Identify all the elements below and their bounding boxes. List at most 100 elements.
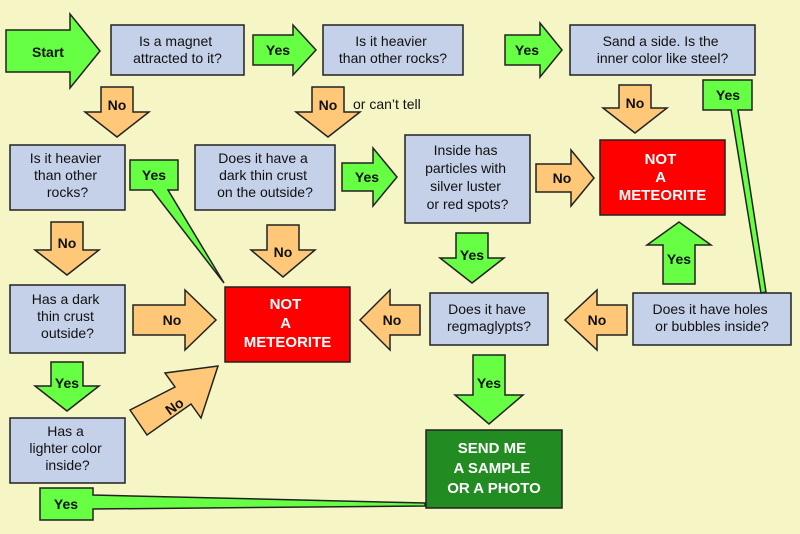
start-arrow: Start bbox=[5, 11, 101, 91]
no-arrow-magnet-down: No bbox=[82, 86, 152, 138]
not-meteorite-right: NOT A METEORITE bbox=[599, 139, 726, 216]
svg-text:Does it have regmaglypts: Does it have regmaglypts? bbox=[447, 301, 531, 334]
no-label: No bbox=[108, 97, 127, 113]
svg-text:Has a lighter color: Has a lighter color inside? bbox=[29, 423, 105, 473]
question-crust-mid: Does it have a dark thin crust on the ou… bbox=[194, 144, 336, 211]
not-meteorite-right-line-1: NOT bbox=[645, 151, 677, 168]
svg-text:Does it have holes or bu: Does it have holes or bubbles inside? bbox=[652, 301, 771, 334]
yes-arrow-crust-to-particles: Yes bbox=[341, 145, 398, 209]
question-heavier-left-line-2: than other bbox=[34, 167, 97, 183]
not-meteorite-center-line-2: A bbox=[280, 315, 291, 332]
question-sand: Sand a side. Is the inner color like ste… bbox=[569, 24, 756, 76]
question-crust-mid-line-3: on the outside? bbox=[217, 184, 313, 200]
svg-text:Inside has particles wit: Inside has particles with silver luster … bbox=[425, 142, 510, 212]
svg-text:SEND ME A SAMPLE O: SEND ME A SAMPLE OR A PHOTO bbox=[447, 440, 541, 497]
svg-text:Sand a side. Is the inne: Sand a side. Is the inner color like ste… bbox=[597, 33, 729, 66]
yes-arrow-regmaglypts-down: Yes bbox=[452, 354, 526, 425]
yes-arrow-particles-down: Yes bbox=[437, 232, 507, 284]
no-arrow-heavier-top-down: No bbox=[293, 86, 363, 138]
svg-text:NOT A METEORITE: NOT A METEORITE bbox=[619, 151, 707, 204]
question-crust-left: Has a dark thin crust outside? bbox=[9, 284, 126, 354]
question-particles-line-3: silver luster bbox=[430, 178, 501, 194]
no-arrow-regmaglypts-to-not: No bbox=[358, 288, 421, 352]
question-particles-line-1: Inside has bbox=[434, 142, 498, 158]
no-arrow-heavier-left-down: No bbox=[32, 221, 102, 276]
question-holes: Does it have holes or bubbles inside? bbox=[632, 292, 792, 346]
question-regmaglypts-line-1: Does it have bbox=[448, 301, 526, 317]
yes-arrow-holes-up: Yes bbox=[644, 221, 714, 285]
question-holes-line-1: Does it have holes bbox=[652, 301, 767, 317]
svg-text:Is it heavier than other: Is it heavier than other rocks? bbox=[30, 150, 105, 200]
svg-text:NOT A METEORITE: NOT A METEORITE bbox=[244, 296, 332, 351]
yes-label: Yes bbox=[55, 375, 79, 391]
question-particles-line-4: or red spots? bbox=[427, 196, 509, 212]
question-heavier-top-line-2: than other rocks? bbox=[339, 50, 447, 66]
question-regmaglypts-line-2: regmaglypts? bbox=[447, 318, 531, 334]
question-crust-left-line-2: thin crust bbox=[37, 308, 94, 324]
question-crust-mid-line-2: dark thin crust bbox=[219, 167, 307, 183]
yes-label: Yes bbox=[477, 375, 501, 391]
no-label: No bbox=[58, 235, 77, 251]
svg-text:Is a magnet attracted to: Is a magnet attracted to it? bbox=[133, 33, 222, 66]
no-arrow-particles-to-not: No bbox=[535, 147, 595, 209]
yes-label: Yes bbox=[667, 251, 691, 267]
yes-label: Yes bbox=[355, 169, 379, 185]
yes-callout-sand: Yes bbox=[702, 79, 767, 294]
yes-arrow-heavier-to-sand: Yes bbox=[504, 20, 563, 80]
question-magnet-line-1: Is a magnet bbox=[139, 33, 212, 49]
yes-arrow-crust-left-down: Yes bbox=[32, 361, 102, 412]
no-arrow-crust-mid-down: No bbox=[248, 224, 318, 278]
yes-label: Yes bbox=[54, 496, 78, 512]
yes-label: Yes bbox=[142, 167, 166, 183]
question-crust-left-line-1: Has a dark bbox=[32, 291, 101, 307]
yes-label: Yes bbox=[266, 42, 290, 58]
question-heavier-left-line-1: Is it heavier bbox=[30, 150, 102, 166]
send-line-2: A SAMPLE bbox=[453, 460, 530, 477]
not-meteorite-right-line-2: A bbox=[655, 169, 666, 186]
question-heavier-top-line-1: Is it heavier bbox=[355, 33, 427, 49]
no-label: No bbox=[319, 97, 338, 113]
yes-label: Yes bbox=[515, 42, 539, 58]
no-label: No bbox=[588, 312, 607, 328]
yes-callout-heavier-left: Yes bbox=[129, 159, 225, 284]
question-lighter-line-3: inside? bbox=[45, 457, 90, 473]
yes-label: Yes bbox=[716, 87, 740, 103]
question-lighter-line-2: lighter color bbox=[29, 440, 102, 456]
not-meteorite-center: NOT A METEORITE bbox=[224, 286, 351, 363]
yes-label: Yes bbox=[460, 247, 484, 263]
question-lighter-line-1: Has a bbox=[47, 423, 84, 439]
or-cant-tell-label: or can’t tell bbox=[353, 96, 421, 112]
question-lighter: Has a lighter color inside? bbox=[9, 417, 126, 484]
question-sand-line-1: Sand a side. Is the bbox=[603, 33, 719, 49]
svg-text:Is it heavier than other: Is it heavier than other rocks? bbox=[339, 33, 447, 66]
question-heavier-top: Is it heavier than other rocks? bbox=[322, 24, 464, 76]
no-arrow-holes-to-regmaglypts: No bbox=[563, 288, 628, 352]
no-arrow-lighter-diagonal: No bbox=[128, 365, 220, 437]
svg-text:Has a dark thin crust: Has a dark thin crust outside? bbox=[32, 291, 104, 341]
no-arrow-sand-down: No bbox=[600, 84, 670, 134]
yes-arrow-magnet-to-heavier: Yes bbox=[252, 23, 318, 77]
question-particles-line-2: particles with bbox=[425, 160, 506, 176]
question-heavier-left: Is it heavier than other rocks? bbox=[9, 144, 126, 211]
question-crust-left-line-3: outside? bbox=[41, 325, 94, 341]
not-meteorite-right-line-3: METEORITE bbox=[619, 187, 707, 204]
no-label: No bbox=[553, 170, 572, 186]
yes-callout-lighter: Yes bbox=[39, 487, 426, 521]
no-label: No bbox=[383, 312, 402, 328]
question-regmaglypts: Does it have regmaglypts? bbox=[429, 292, 549, 346]
start-label: Start bbox=[32, 44, 64, 60]
no-label: No bbox=[163, 312, 182, 328]
send-sample-box: SEND ME A SAMPLE OR A PHOTO bbox=[425, 429, 563, 509]
not-meteorite-center-line-3: METEORITE bbox=[244, 334, 332, 351]
send-line-1: SEND ME bbox=[458, 440, 526, 457]
send-line-3: OR A PHOTO bbox=[447, 480, 541, 497]
question-holes-line-2: or bubbles inside? bbox=[655, 318, 769, 334]
question-particles: Inside has particles with silver luster … bbox=[404, 134, 531, 224]
not-meteorite-center-line-1: NOT bbox=[270, 296, 302, 313]
no-label: No bbox=[274, 244, 293, 260]
question-magnet: Is a magnet attracted to it? bbox=[110, 24, 245, 76]
no-arrow-crust-left-to-not: No bbox=[132, 288, 218, 352]
question-crust-mid-line-1: Does it have a bbox=[218, 150, 308, 166]
